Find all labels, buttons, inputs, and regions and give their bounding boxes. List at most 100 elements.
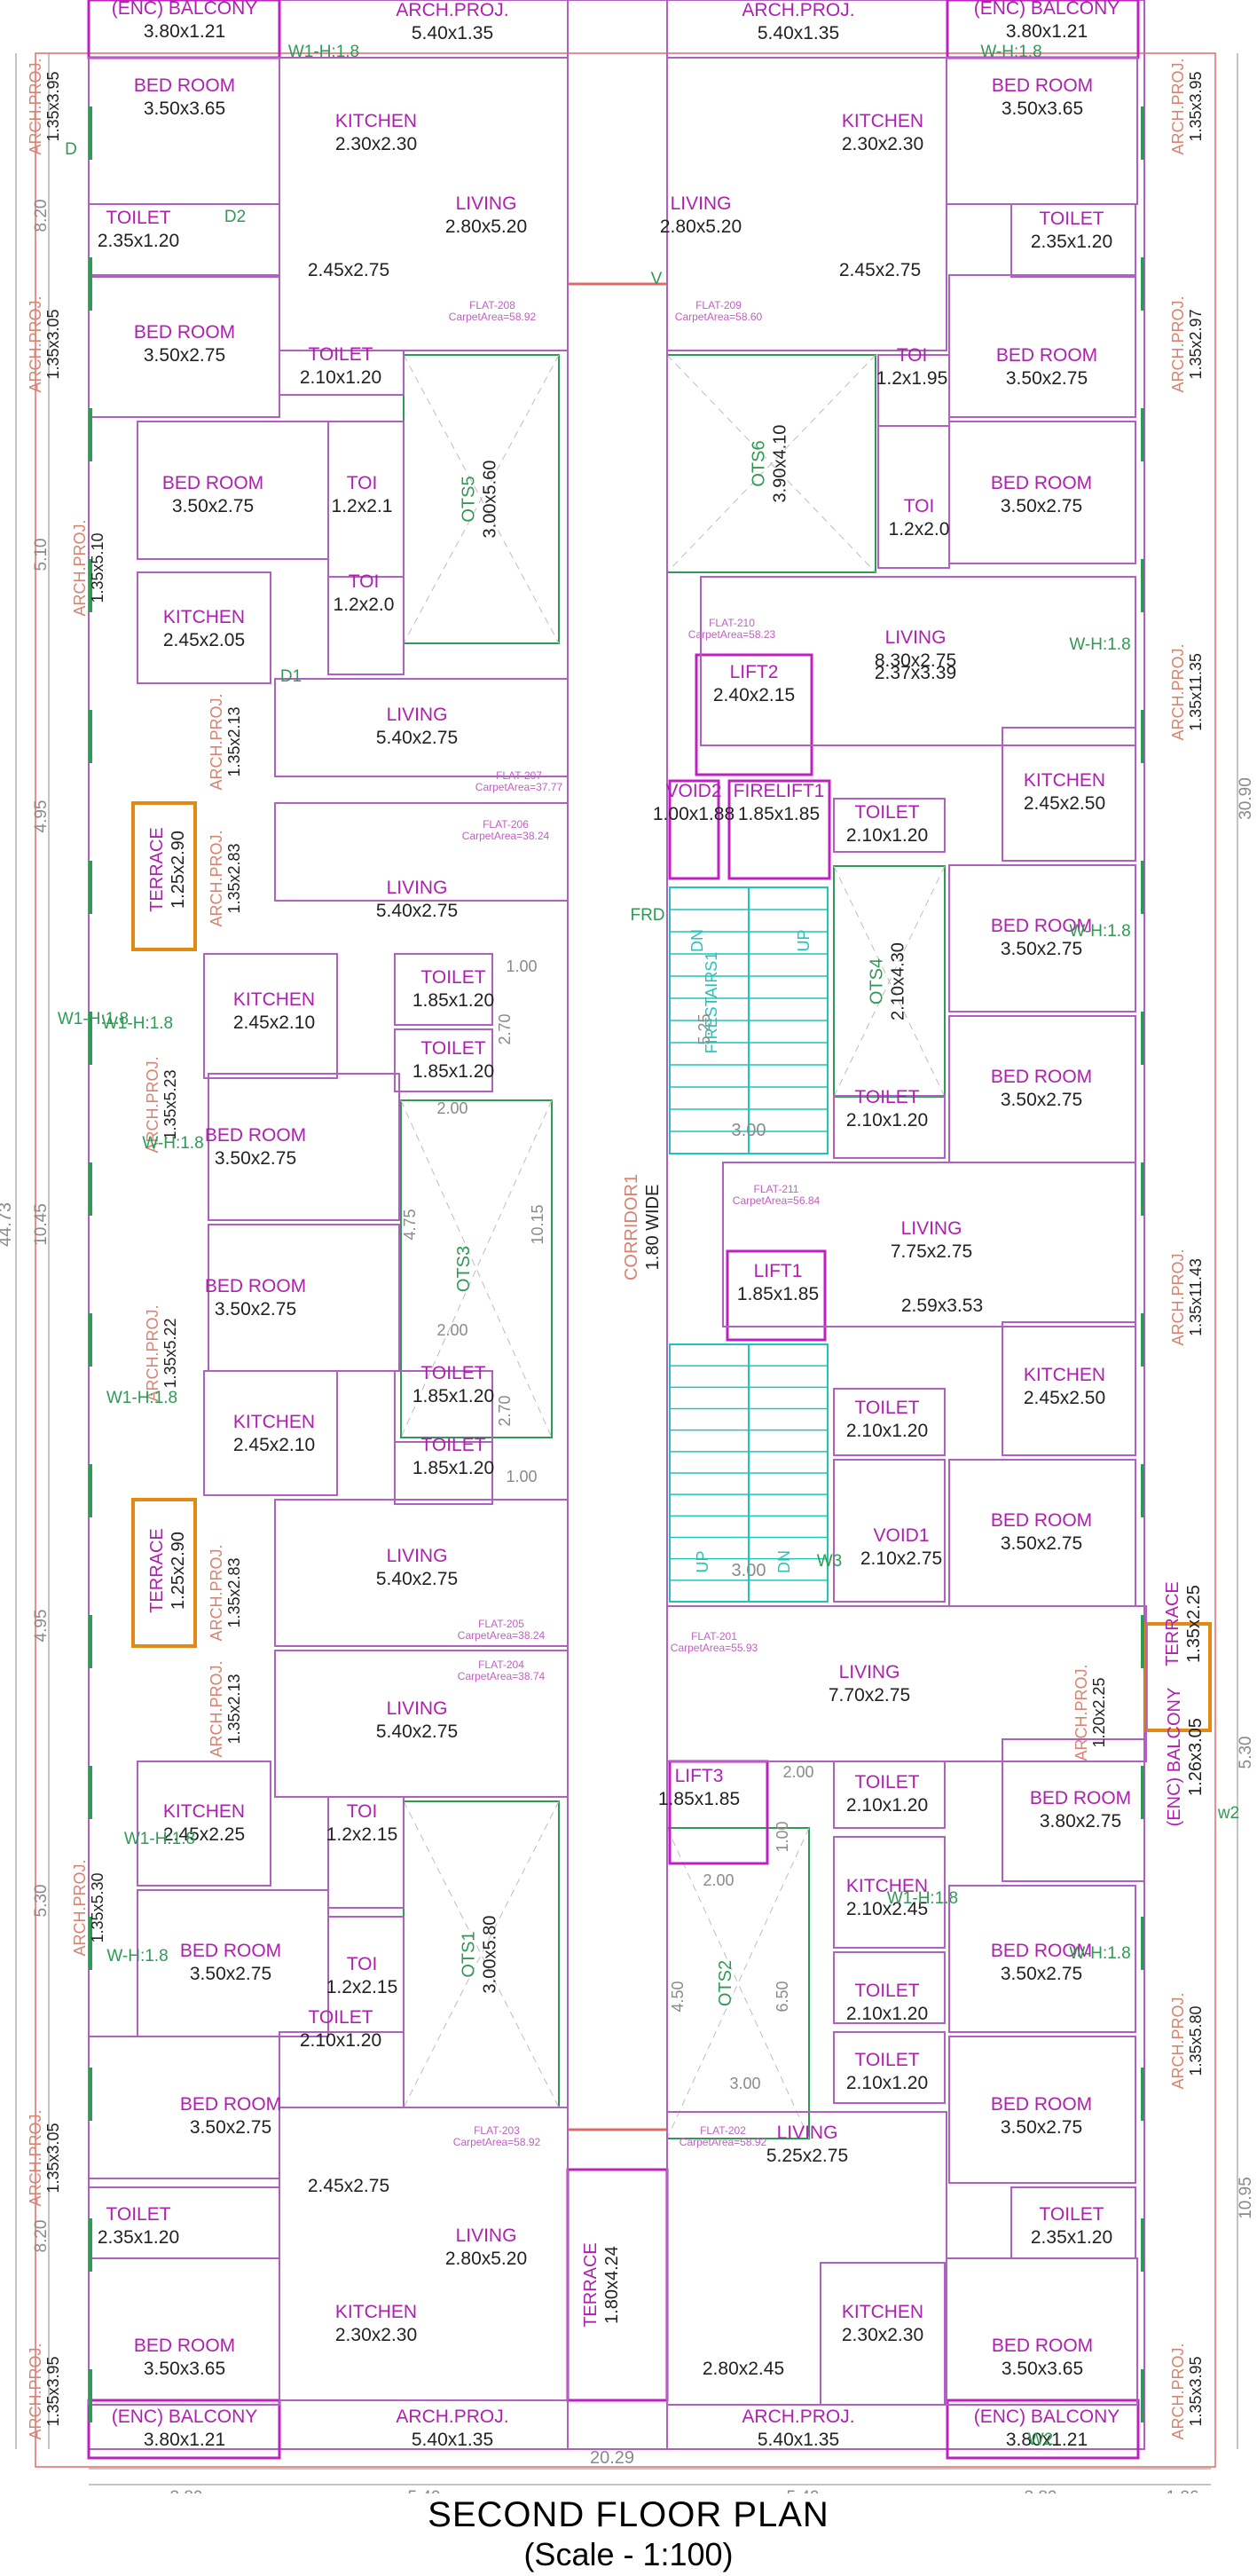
room-wall bbox=[833, 1095, 946, 1159]
room-label: TOI bbox=[904, 496, 935, 516]
shaft-label: OTS1 bbox=[460, 1931, 479, 1977]
arch-proj-label: ARCH.PROJ. bbox=[71, 519, 89, 616]
arch-proj-size: 1.35x3.95 bbox=[44, 2356, 62, 2426]
flat-area: CarpetArea=58.92 bbox=[680, 2136, 767, 2148]
opening-label: V bbox=[651, 270, 663, 288]
room-wall bbox=[279, 57, 569, 351]
room-label: TOILET bbox=[854, 1981, 919, 2001]
plan-scale: (Scale - 1:100) bbox=[523, 2536, 734, 2572]
room-size: 3.80x1.21 bbox=[1006, 2430, 1088, 2450]
flat-area: CarpetArea=38.24 bbox=[462, 830, 550, 842]
flat-name: FLAT-206 bbox=[483, 818, 529, 831]
arch-proj-size: 1.35x3.95 bbox=[1187, 2356, 1205, 2426]
room-size: 2.10x1.20 bbox=[846, 2073, 928, 2093]
dim-right: 10.95 bbox=[1237, 2177, 1255, 2219]
room-label: LIFT1 bbox=[754, 1261, 803, 1281]
room-label: TOILET bbox=[854, 802, 919, 823]
lift-wall bbox=[695, 653, 813, 776]
room-wall bbox=[833, 1388, 946, 1456]
flat-area: CarpetArea=38.24 bbox=[458, 1629, 546, 1642]
room-size: 1.2x1.95 bbox=[876, 368, 948, 389]
shaft-size: 3.00x5.80 bbox=[481, 1916, 500, 1994]
arch-proj-size: 1.35x5.23 bbox=[161, 1069, 179, 1139]
room-size: 2.10x1.20 bbox=[846, 1110, 928, 1130]
room-label: BED ROOM bbox=[1030, 1788, 1131, 1808]
room-label: BED ROOM bbox=[992, 75, 1093, 96]
room-wall bbox=[327, 1796, 405, 1909]
dim-left: 10.45 bbox=[32, 1203, 51, 1246]
room-wall bbox=[833, 1761, 946, 1829]
flat-name: FLAT-201 bbox=[691, 1630, 737, 1642]
room-size: 5.40x1.35 bbox=[758, 23, 839, 43]
opening-label: W-H:1.8 bbox=[1069, 635, 1130, 654]
opening-label: W1-H:1.8 bbox=[887, 1889, 958, 1908]
shaft-label: OTS4 bbox=[868, 958, 887, 1004]
room-size: 3.50x3.65 bbox=[144, 2359, 225, 2379]
room-size: 2.10x1.20 bbox=[300, 367, 381, 388]
balcony-wall bbox=[946, 2399, 1140, 2460]
room-label: TOI bbox=[347, 473, 378, 493]
dim-bottom: 5.40 bbox=[787, 2488, 820, 2493]
inner-dimension: 2.45x2.75 bbox=[308, 260, 389, 280]
arch-proj-size: 1.35x3.95 bbox=[1187, 71, 1205, 141]
room-size: 2.80x5.20 bbox=[445, 217, 527, 237]
room-label: TOILET bbox=[854, 1772, 919, 1792]
plan-title: SECOND FLOOR PLAN bbox=[428, 2495, 829, 2534]
room-size: 3.50x2.75 bbox=[1001, 939, 1082, 959]
dim-left: 5.30 bbox=[32, 1885, 51, 1918]
room-label: TOILET bbox=[420, 1363, 485, 1383]
terrace-wall bbox=[131, 801, 197, 951]
arch-proj-size: 1.35x5.22 bbox=[161, 1318, 179, 1388]
room-label: FIRELIFT1 bbox=[734, 781, 825, 801]
room-size: 5.40x1.35 bbox=[412, 2430, 493, 2450]
room-label: TOILET bbox=[854, 1398, 919, 1418]
inner-dimension: 2.37x3.39 bbox=[875, 663, 956, 683]
room-label: ARCH.PROJ. bbox=[742, 2407, 854, 2427]
room-size: 3.50x2.75 bbox=[1001, 1533, 1082, 1554]
room-size: 2.30x2.30 bbox=[842, 2325, 923, 2345]
shaft-cross bbox=[833, 865, 946, 1098]
arch-proj-size: 1.35x3.05 bbox=[44, 309, 62, 379]
terrace-wall bbox=[131, 1498, 197, 1648]
room-wall bbox=[948, 2036, 1136, 2184]
room-wall bbox=[948, 274, 1136, 418]
room-size: 3.50x2.75 bbox=[215, 1148, 296, 1169]
room-wall bbox=[1010, 203, 1136, 278]
room-size: 2.10x1.20 bbox=[846, 1795, 928, 1816]
opening-label: W1-H:1.8 bbox=[106, 1389, 177, 1407]
room-wall bbox=[203, 953, 338, 1079]
dim-left: 5.10 bbox=[32, 539, 51, 571]
ots-dimension: 1.00 bbox=[774, 1821, 791, 1852]
room-size: 3.80x1.21 bbox=[1006, 21, 1088, 42]
shaft-cross bbox=[403, 354, 560, 644]
room-size: 3.50x2.75 bbox=[1006, 368, 1088, 389]
corridor-label: CORRIDOR1 bbox=[622, 1174, 641, 1280]
room-size: 2.35x1.20 bbox=[1031, 2227, 1112, 2248]
room-wall bbox=[137, 1761, 271, 1887]
stair-dn: DN bbox=[775, 1550, 793, 1573]
room-label: LIVING bbox=[456, 2225, 517, 2246]
room-wall bbox=[948, 864, 1136, 1012]
ots-dimension: 2.00 bbox=[436, 1099, 467, 1117]
stair-dn: DN bbox=[688, 929, 706, 952]
flat-area: CarpetArea=58.60 bbox=[675, 311, 763, 323]
corridor-width: 1.80 WIDE bbox=[643, 1185, 663, 1271]
room-label: TERRACE bbox=[147, 827, 167, 912]
shaft-cross bbox=[666, 354, 876, 573]
room-size: 1.2x2.0 bbox=[334, 595, 395, 615]
room-label: TOILET bbox=[854, 1087, 919, 1107]
room-size: 1.85x1.85 bbox=[738, 804, 820, 824]
room-size: 3.50x2.75 bbox=[215, 1299, 296, 1320]
opening-label: D bbox=[65, 140, 77, 159]
room-label: KITCHEN bbox=[233, 989, 315, 1010]
flat-area: CarpetArea=38.74 bbox=[458, 1670, 546, 1682]
ots-dimension: 6.50 bbox=[774, 1981, 791, 2012]
shaft-outline bbox=[400, 1099, 553, 1438]
opening-label: W-H:1.8 bbox=[1069, 1944, 1130, 1963]
room-size: 1.85x1.20 bbox=[412, 1458, 494, 1478]
room-label: BED ROOM bbox=[180, 1941, 281, 1961]
arch-proj-size: 1.35x2.13 bbox=[225, 706, 243, 776]
shaft-label: OTS5 bbox=[460, 476, 479, 522]
flat-name: FLAT-209 bbox=[695, 299, 742, 311]
dim-left: 4.95 bbox=[32, 1610, 51, 1642]
